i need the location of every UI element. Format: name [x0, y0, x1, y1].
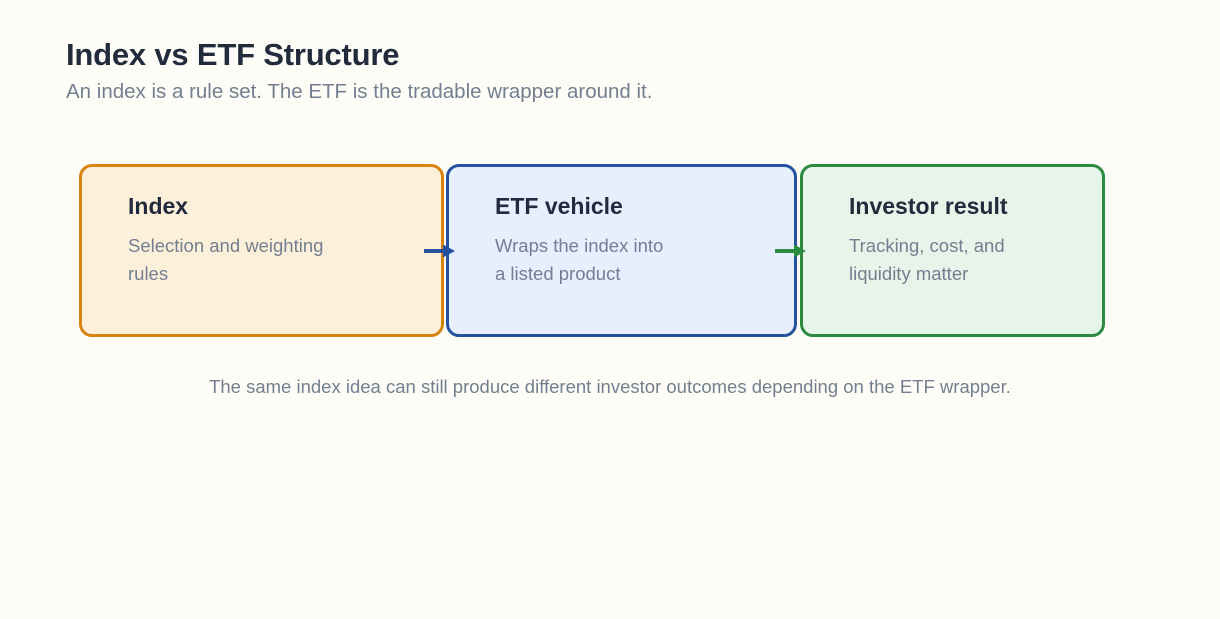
- flow-card-index[interactable]: Index Selection and weighting rules: [79, 164, 444, 337]
- flow-diagram: Index Selection and weighting rules ETF …: [79, 164, 1105, 337]
- flow-card-etf-vehicle[interactable]: ETF vehicle Wraps the index into a liste…: [446, 164, 797, 337]
- header: Index vs ETF Structure An index is a rul…: [66, 37, 1146, 104]
- flow-card-index-body: Selection and weighting rules: [128, 232, 441, 288]
- flow-card-investor-result[interactable]: Investor result Tracking, cost, and liqu…: [800, 164, 1105, 337]
- flow-card-investor-result-body: Tracking, cost, and liquidity matter: [849, 232, 1102, 288]
- diagram-caption: The same index idea can still produce di…: [209, 376, 1011, 397]
- flow-card-index-title: Index: [128, 193, 189, 219]
- flow-card-investor-result-title: Investor result: [849, 193, 1008, 219]
- flow-card-etf-vehicle-title: ETF vehicle: [495, 193, 623, 219]
- flow-card-investor-result-body-line1: Tracking, cost, and: [849, 235, 1005, 257]
- page-subtitle: An index is a rule set. The ETF is the t…: [66, 79, 653, 103]
- page-title: Index vs ETF Structure: [66, 37, 400, 72]
- flow-card-investor-result-body-line2: liquidity matter: [849, 263, 969, 285]
- flow-card-etf-vehicle-body: Wraps the index into a listed product: [495, 232, 794, 288]
- flow-card-index-body-line1: Selection and weighting: [128, 235, 324, 257]
- flow-card-index-body-line2: rules: [128, 263, 169, 285]
- flow-card-etf-vehicle-body-line1: Wraps the index into: [495, 235, 664, 257]
- flow-card-etf-vehicle-body-line2: a listed product: [495, 263, 621, 285]
